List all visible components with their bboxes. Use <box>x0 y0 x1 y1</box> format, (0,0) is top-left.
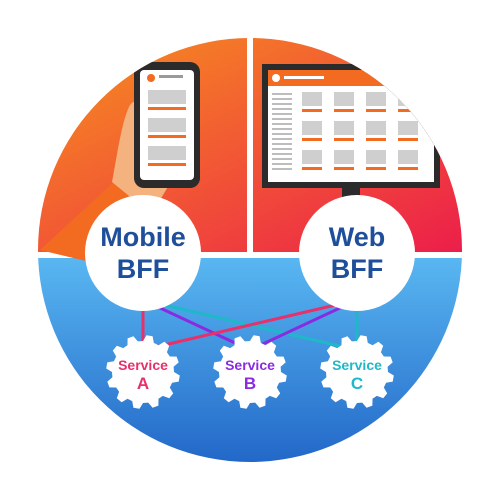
mobile-bff-line2: BFF <box>117 254 169 284</box>
connection-web-B <box>249 298 358 352</box>
monitor-card-bar <box>334 109 354 112</box>
service-b-label: Service <box>225 357 275 373</box>
monitor-card-bar <box>366 138 386 141</box>
monitor-card <box>302 150 322 164</box>
monitor-card <box>302 92 322 106</box>
service-a-label: Service <box>118 357 168 373</box>
web-bff-line1: Web <box>329 222 386 252</box>
monitor-card <box>366 121 386 135</box>
connection-web-A <box>142 298 358 352</box>
service-a-gear: Service A <box>106 335 180 409</box>
smartphone-icon <box>134 62 200 188</box>
mobile-bff-node: Mobile BFF <box>85 195 201 311</box>
monitor-card-bar <box>398 109 418 112</box>
service-c-label: Service <box>332 357 382 373</box>
monitor-card-bar <box>398 167 418 170</box>
gear-icon <box>213 335 287 409</box>
service-b-gear: Service B <box>213 335 287 409</box>
monitor-card <box>398 92 418 106</box>
desktop-monitor-icon <box>262 64 440 198</box>
web-bff-node: Web BFF <box>299 195 415 311</box>
monitor-card <box>366 150 386 164</box>
monitor-card <box>398 150 418 164</box>
monitor-card <box>366 92 386 106</box>
service-c-letter: C <box>351 374 363 393</box>
monitor-card-bar <box>334 167 354 170</box>
monitor-card <box>334 92 354 106</box>
monitor-card-bar <box>302 167 322 170</box>
monitor-card <box>334 121 354 135</box>
web-bff-line2: BFF <box>331 254 383 284</box>
gear-icon <box>320 335 394 409</box>
service-b-letter: B <box>244 374 256 393</box>
connection-mobile-B <box>142 298 251 352</box>
monitor-card-bar <box>398 138 418 141</box>
monitor-card-bar <box>302 109 322 112</box>
monitor-card-bar <box>366 109 386 112</box>
monitor-card-bar <box>334 138 354 141</box>
service-a-letter: A <box>137 374 149 393</box>
monitor-card <box>398 121 418 135</box>
service-c-gear: Service C <box>320 335 394 409</box>
gear-icon <box>106 335 180 409</box>
monitor-card-bar <box>366 167 386 170</box>
monitor-card <box>302 121 322 135</box>
monitor-card <box>334 150 354 164</box>
monitor-card-bar <box>302 138 322 141</box>
mobile-bff-line1: Mobile <box>100 222 186 252</box>
